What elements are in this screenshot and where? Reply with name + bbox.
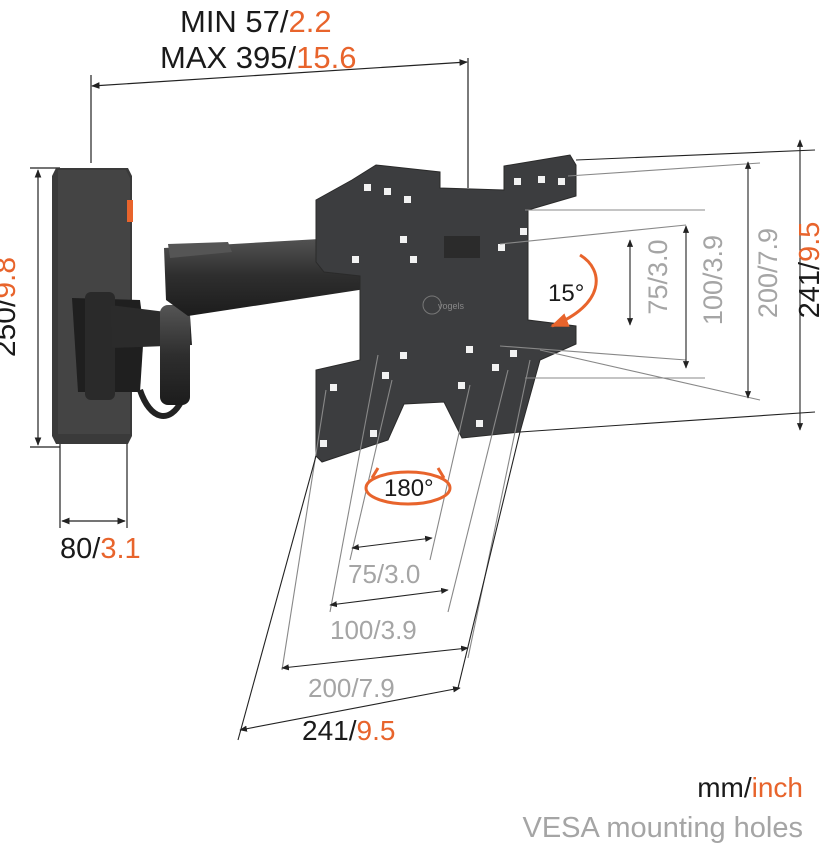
vesa-horizontal-dimensions xyxy=(237,354,531,741)
wall-height-label: 250/9.8 xyxy=(0,256,22,358)
vesa-v-241-label: 241/9.5 xyxy=(794,221,821,319)
svg-text:vogels: vogels xyxy=(438,301,465,311)
min-reach-label: MIN 57/2.2 xyxy=(180,4,332,39)
swivel-angle-label: 180° xyxy=(384,475,434,502)
units-legend: mm/inch xyxy=(697,772,803,803)
tilt-arrow xyxy=(550,253,598,328)
vesa-caption: VESA mounting holes xyxy=(522,812,803,844)
vesa-v-100-label: 100/3.9 xyxy=(698,234,728,326)
wall-plate-accent-tab xyxy=(127,200,133,222)
arm-reach-dimension xyxy=(90,58,469,188)
vesa-h-200-label: 200/7.9 xyxy=(308,673,395,703)
brand-logo: vogels xyxy=(422,295,465,315)
vesa-h-241-label: 241/9.5 xyxy=(302,715,396,746)
max-reach-label: MAX 395/15.6 xyxy=(160,40,357,75)
vesa-v-75-label: 75/3.0 xyxy=(643,239,673,315)
vesa-v-200-label: 200/7.9 xyxy=(753,227,783,319)
vesa-interface-plate: vogels xyxy=(315,154,577,463)
wall-plate-width-dimension xyxy=(59,440,128,528)
swivel-arrow xyxy=(364,470,452,506)
vesa-h-75-label: 75/3.0 xyxy=(348,559,421,589)
wall-plate-height-dimension xyxy=(30,167,60,448)
vesa-h-100-label: 100/3.9 xyxy=(330,615,417,645)
tilt-angle-label: 15° xyxy=(548,280,585,307)
wall-width-label: 80/3.1 xyxy=(60,533,141,565)
vesa-mounting-holes xyxy=(320,176,565,447)
vesa-vertical-dimensions xyxy=(499,139,816,433)
tilt-lock xyxy=(444,236,480,258)
